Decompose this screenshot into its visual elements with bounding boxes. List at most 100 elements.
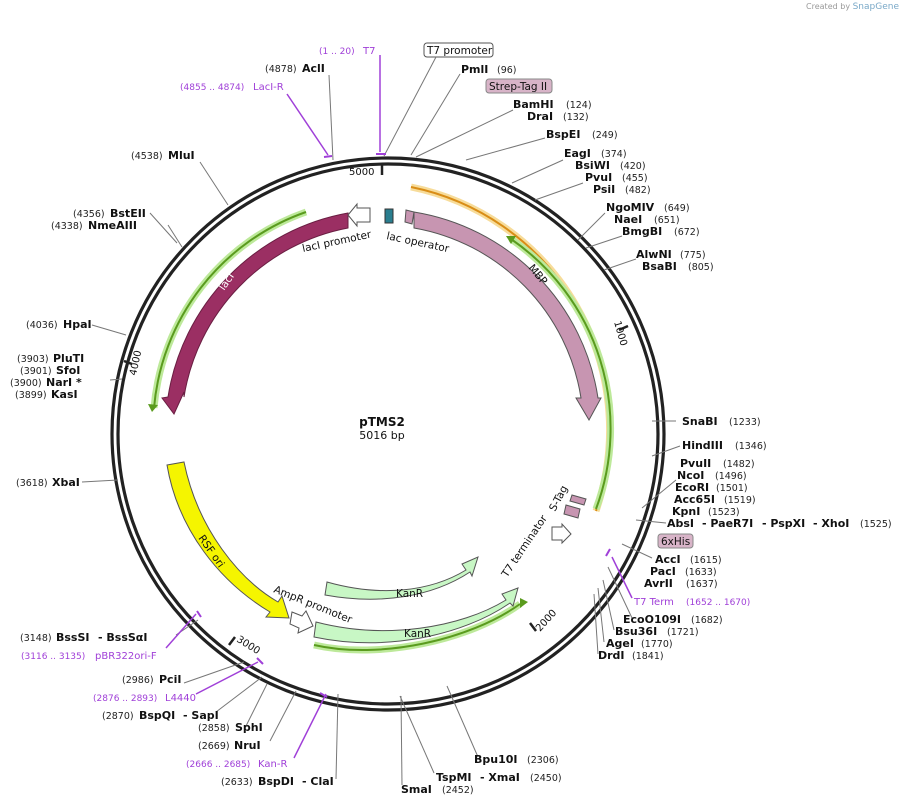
site-alwni: AlwNI (636, 248, 672, 261)
t7-promoter-label: T7 promoter (426, 45, 493, 57)
svg-text:(1682): (1682) (691, 615, 723, 626)
site-bpu10i: Bpu10I (474, 753, 518, 766)
svg-text:(1721): (1721) (667, 627, 699, 638)
svg-text:(1 .. 20): (1 .. 20) (319, 47, 355, 57)
tick-1000: 1000 (611, 320, 629, 347)
site-acli: AclI (302, 62, 325, 75)
site-xbai: XbaI (52, 476, 80, 489)
svg-text:(2876 .. 2893): (2876 .. 2893) (93, 694, 157, 704)
svg-text:(4878): (4878) (265, 64, 297, 75)
primer-labels: (1 .. 20) T7 (4855 .. 4874) LacI-R T7 Te… (21, 46, 750, 770)
svg-text:(3148): (3148) (20, 633, 52, 644)
site-kasi: KasI (51, 388, 78, 401)
svg-text:(1770): (1770) (641, 639, 673, 650)
svg-text:(420): (420) (620, 161, 646, 172)
tick-5000: 5000 (349, 167, 374, 178)
svg-text:(3618): (3618) (16, 478, 48, 489)
kanr-feature-2 (313, 587, 519, 644)
svg-text:(2666 .. 2685): (2666 .. 2685) (186, 760, 250, 770)
svg-text:(1233): (1233) (729, 417, 761, 428)
svg-text:(3116 .. 3135): (3116 .. 3135) (21, 652, 85, 662)
laci-feature (161, 212, 349, 415)
svg-text:(3900): (3900) (10, 378, 42, 389)
svg-text:(1519): (1519) (724, 495, 756, 506)
t7-terminator-label: T7 terminator (499, 513, 550, 581)
site-bspqi: BspQI (139, 709, 175, 722)
svg-text:(651): (651) (654, 215, 680, 226)
svg-text:(2669): (2669) (198, 741, 230, 752)
site-bamhi: BamHI (513, 98, 554, 111)
svg-text:(2870): (2870) (102, 711, 134, 722)
ampr-promoter-feature (289, 610, 314, 634)
svg-text:(1525): (1525) (860, 519, 892, 530)
site-hpai: HpaI (63, 318, 92, 331)
site-bspdi: BspDI (258, 775, 294, 788)
site-sphi: SphI (235, 721, 263, 734)
site-mlui: MluI (168, 149, 195, 162)
site-pspxi: - PspXI (762, 517, 805, 530)
kanr-label-1: KanR (396, 588, 423, 600)
svg-text:(2452): (2452) (442, 785, 474, 796)
site-pvuii: PvuII (680, 457, 711, 470)
s-tag-feature (569, 494, 587, 506)
svg-text:(249): (249) (592, 130, 618, 141)
site-pvui: PvuI (585, 171, 612, 184)
t7-terminator-feature (551, 522, 572, 545)
svg-text:(805): (805) (688, 262, 714, 273)
svg-text:(132): (132) (563, 112, 589, 123)
site-ngomiv: NgoMIV (606, 201, 655, 214)
boxed-labels: T7 promoter Strep-Tag II 6xHis (383, 42, 694, 549)
site-ncoi: NcoI (677, 469, 704, 482)
svg-text:(96): (96) (497, 65, 517, 76)
svg-text:(2450): (2450) (530, 773, 562, 784)
site-pcii: PciI (159, 673, 181, 686)
site-nrui: NruI (234, 739, 261, 752)
site-acc65i: Acc65I (674, 493, 715, 506)
mbp-feature (413, 211, 602, 422)
tick-3000: 3000 (234, 634, 261, 657)
svg-text:(4356): (4356) (73, 209, 105, 220)
primer-laci-r: LacI-R (253, 82, 284, 93)
svg-text:(2306): (2306) (527, 755, 559, 766)
svg-text:(455): (455) (622, 173, 648, 184)
site-bsteii: BstEII (110, 207, 146, 220)
site-tspmi: TspMI (436, 771, 472, 784)
site-absi: AbsI (667, 517, 694, 530)
svg-text:(1841): (1841) (632, 651, 664, 662)
tick-4000: 4000 (128, 349, 144, 376)
site-psii: PsiI (593, 183, 615, 196)
svg-text:(4855 .. 4874): (4855 .. 4874) (180, 83, 244, 93)
kanr-feature-1 (324, 556, 479, 600)
svg-text:(1496): (1496) (715, 471, 747, 482)
site-pluti: PluTI (53, 352, 84, 365)
site-sapi: - SapI (183, 709, 219, 722)
site-leaders (81, 73, 681, 786)
svg-text:(1637): (1637) (686, 579, 718, 590)
svg-text:(2986): (2986) (122, 675, 154, 686)
svg-text:(1501): (1501) (716, 483, 748, 494)
svg-text:(672): (672) (674, 227, 700, 238)
svg-text:(4538): (4538) (131, 151, 163, 162)
site-kpni: KpnI (672, 505, 700, 518)
svg-text:(482): (482) (625, 185, 651, 196)
site-bmgbi: BmgBI (622, 225, 662, 238)
primer-kan-r: Kan-R (258, 759, 287, 770)
site-xmai: - XmaI (480, 771, 520, 784)
site-bsssai: - BssSαI (98, 631, 147, 644)
svg-text:(4036): (4036) (26, 320, 58, 331)
backbone (110, 156, 666, 712)
position-ticks: 5000 1000 2000 3000 4000 (123, 165, 629, 657)
site-bsabi: BsaBI (642, 260, 677, 273)
kanr-label-2: KanR (404, 628, 431, 640)
site-pmli: PmlI (461, 63, 488, 76)
svg-text:(2633): (2633) (221, 777, 253, 788)
his-tag-label: 6xHis (661, 536, 690, 548)
site-paer7i: - PaeR7I (702, 517, 753, 530)
plasmid-length: 5016 bp (359, 429, 404, 442)
svg-text:(1482): (1482) (723, 459, 755, 470)
primer-t7-term: T7 Term (633, 597, 674, 608)
enzyme-labels: PmlI (96) BamHI (124) DraI (132) BspEI (… (401, 63, 892, 796)
site-acci: AccI (655, 553, 681, 566)
site-avrii: AvrII (644, 577, 673, 590)
site-nmeaiii: NmeAIII (88, 219, 137, 232)
